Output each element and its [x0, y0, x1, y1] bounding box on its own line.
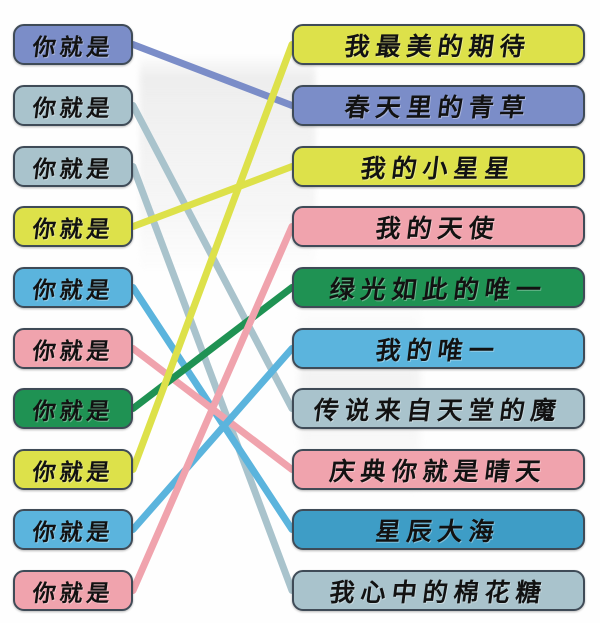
- connection-line[interactable]: [129, 41, 296, 109]
- answer-label: 我心中的棉花糖: [328, 577, 549, 607]
- answer-label: 传说来自天堂的魔: [312, 395, 565, 425]
- prompt-label: 你就是: [30, 95, 115, 122]
- prompt-label: 你就是: [30, 338, 115, 365]
- prompt-pill[interactable]: 你就是: [13, 388, 133, 429]
- prompt-label: 你就是: [30, 156, 115, 183]
- prompt-label: 你就是: [30, 459, 115, 486]
- prompt-pill[interactable]: 你就是: [13, 449, 133, 490]
- answer-pill[interactable]: 我心中的棉花糖: [292, 570, 585, 611]
- answer-pill[interactable]: 我的小星星: [292, 146, 585, 187]
- answer-label: 星辰大海: [374, 516, 503, 546]
- connection-line[interactable]: [129, 223, 296, 594]
- answer-label: 我的小星星: [359, 153, 518, 183]
- prompt-pill[interactable]: 你就是: [13, 24, 133, 65]
- prompt-label: 你就是: [30, 519, 115, 546]
- paper-smudge-upper: [140, 55, 315, 275]
- prompt-pill[interactable]: 你就是: [13, 509, 133, 550]
- answer-pill[interactable]: 传说来自天堂的魔: [292, 388, 585, 429]
- prompt-label: 你就是: [30, 216, 115, 243]
- answer-label: 我的天使: [374, 213, 503, 243]
- answer-pill[interactable]: 庆典你就是晴天: [292, 449, 585, 490]
- answer-label: 我最美的期待: [343, 31, 534, 61]
- connection-line[interactable]: [129, 284, 296, 533]
- prompt-pill[interactable]: 你就是: [13, 146, 133, 187]
- prompt-pill[interactable]: 你就是: [13, 328, 133, 369]
- answer-label: 庆典你就是晴天: [328, 456, 549, 486]
- answer-pill[interactable]: 星辰大海: [292, 509, 585, 550]
- connection-line[interactable]: [129, 284, 296, 412]
- answer-pill[interactable]: 我的唯一: [292, 328, 585, 369]
- prompt-label: 你就是: [30, 34, 115, 61]
- prompt-pill[interactable]: 你就是: [13, 85, 133, 126]
- answer-pill[interactable]: 绿光如此的唯一: [292, 267, 585, 308]
- answer-label: 我的唯一: [374, 335, 503, 365]
- connection-line[interactable]: [129, 345, 296, 473]
- connection-line[interactable]: [129, 41, 296, 473]
- answer-label: 春天里的青草: [343, 92, 534, 122]
- prompt-pill[interactable]: 你就是: [13, 267, 133, 308]
- connection-line[interactable]: [129, 163, 296, 230]
- prompt-pill[interactable]: 你就是: [13, 570, 133, 611]
- connection-line[interactable]: [129, 163, 296, 594]
- prompt-pill[interactable]: 你就是: [13, 206, 133, 247]
- answer-pill[interactable]: 我最美的期待: [292, 24, 585, 65]
- prompt-label: 你就是: [30, 580, 115, 607]
- connection-line[interactable]: [129, 345, 296, 533]
- answer-label: 绿光如此的唯一: [328, 274, 549, 304]
- prompt-label: 你就是: [30, 398, 115, 425]
- answer-pill[interactable]: 春天里的青草: [292, 85, 585, 126]
- connection-line[interactable]: [129, 102, 296, 412]
- prompt-label: 你就是: [30, 277, 115, 304]
- answer-pill[interactable]: 我的天使: [292, 206, 585, 247]
